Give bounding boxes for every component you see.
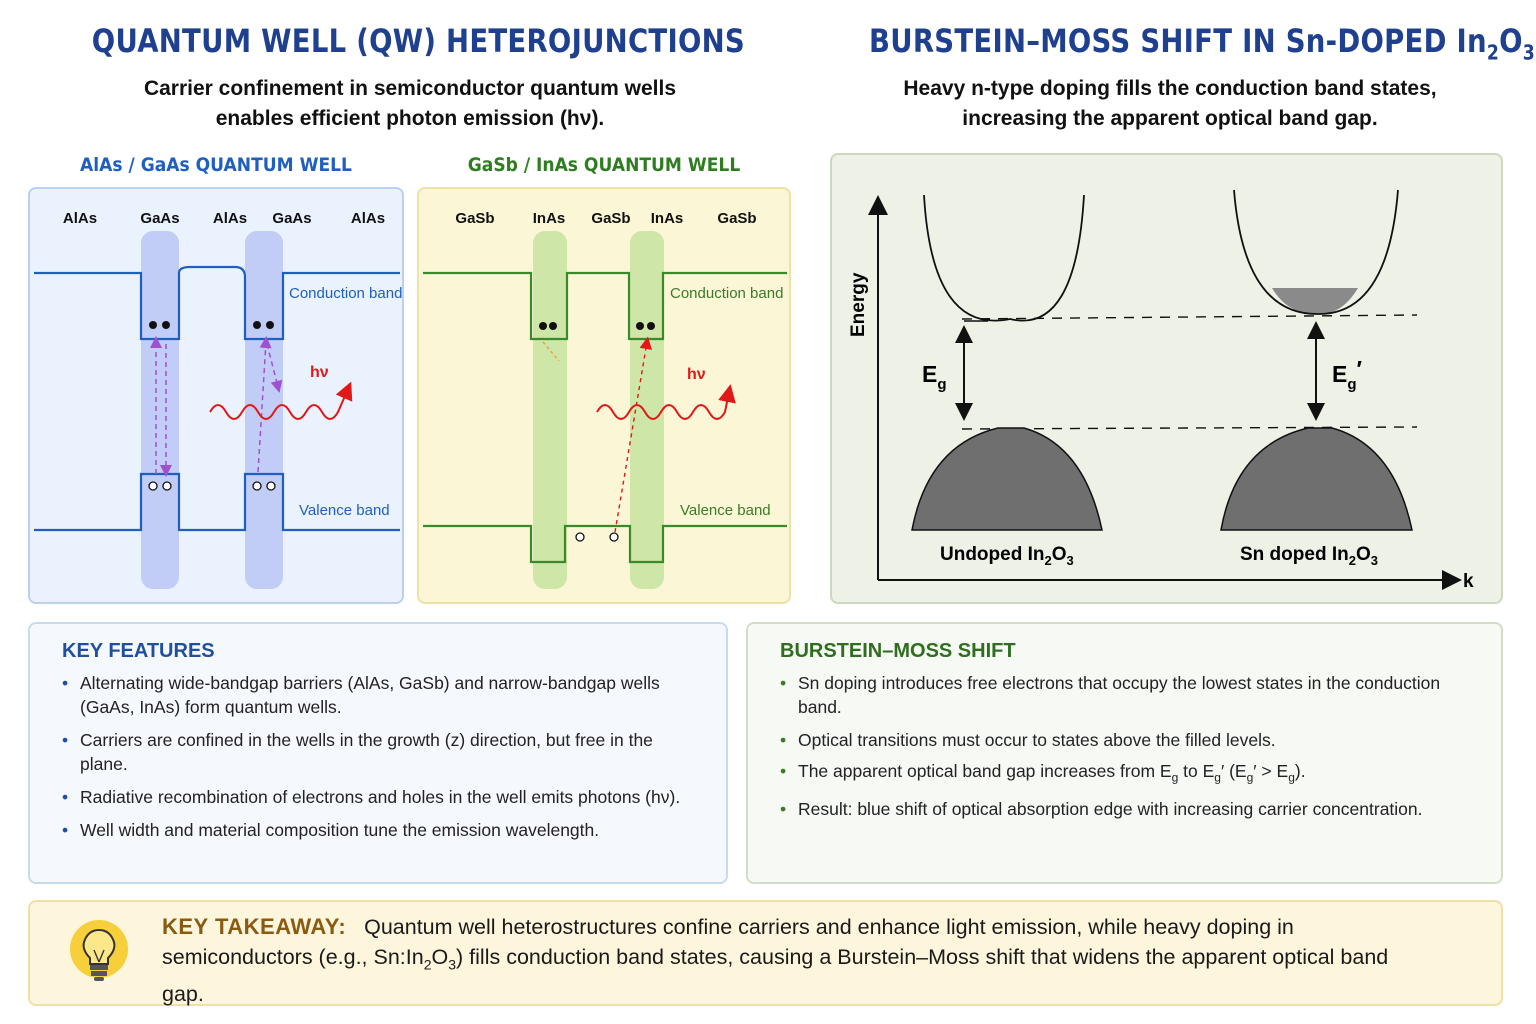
gasb-inas-diagram: GaSb InAs GaSb InAs GaSb Conduction band Val…	[423, 210, 787, 589]
photon-label: hν	[310, 364, 329, 381]
hole	[575, 532, 585, 542]
right-title-mid: O	[1499, 22, 1523, 60]
list-item: Optical transitions must occur to states…	[780, 728, 1479, 752]
electron	[549, 322, 557, 330]
right-title-sub2: 3	[1522, 40, 1535, 65]
doped-conduction-band	[1233, 189, 1399, 315]
photon-label: hν	[687, 366, 706, 383]
list-item: Alternating wide-bandgap barriers (AlAs,…	[62, 671, 696, 719]
conduction-band-label: Conduction band	[670, 285, 783, 302]
x-axis-label: k	[1463, 571, 1474, 592]
conduction-band-line	[34, 265, 400, 341]
transition-arrow	[257, 336, 272, 473]
valence-band-line	[423, 524, 787, 564]
electron	[162, 321, 170, 329]
panel2-title: GaSb / InAs QUANTUM WELL	[467, 154, 741, 176]
left-subtitle-line1: Carrier confinement in semiconductor qua…	[143, 77, 677, 100]
electron	[636, 322, 644, 330]
right-title-sub1: 2	[1486, 40, 1500, 65]
bm-features-list: Sn doping introduces free electrons that…	[780, 671, 1479, 821]
hole	[252, 481, 262, 491]
layer-label: GaSb	[591, 210, 630, 227]
burstein-moss-diagram: Energy k Eg Eg′ Undoped In2O3 Sn doped I…	[848, 189, 1474, 592]
bm-features-box: BURSTEIN–MOSS SHIFT Sn doping introduces…	[746, 622, 1503, 884]
valence-max-level	[961, 426, 1418, 430]
left-title: QUANTUM WELL (QW) HETEROJUNCTIONS	[91, 22, 745, 60]
hole	[609, 532, 619, 542]
panel1-title: AlAs / GaAs QUANTUM WELL	[80, 154, 352, 176]
layer-label: AlAs	[351, 210, 385, 227]
right-title-main: BURSTEIN–MOSS SHIFT IN Sn-DOPED In	[869, 22, 1487, 60]
photon-wave	[596, 384, 736, 420]
right-subtitle: Heavy n-type doping fills the conduction…	[820, 74, 1520, 134]
list-item: Sn doping introduces free electrons that…	[780, 671, 1479, 719]
list-item: Well width and material composition tune…	[62, 818, 696, 842]
doped-label: Sn doped In2O3	[1240, 544, 1378, 568]
hole	[266, 481, 276, 491]
takeaway-label: KEY TAKEAWAY:	[162, 914, 347, 939]
electron	[253, 321, 261, 329]
y-axis-label: Energy	[848, 272, 869, 337]
eg-label: Eg	[922, 361, 947, 393]
layer-labels: GaSb InAs GaSb InAs GaSb	[455, 210, 756, 227]
takeaway-text: KEY TAKEAWAY: Quantum well heterostructu…	[162, 914, 1389, 1007]
key-features-list: Alternating wide-bandgap barriers (AlAs,…	[62, 671, 696, 842]
layer-label: GaAs	[140, 210, 179, 227]
undoped-valence-band	[911, 427, 1103, 531]
eg-prime-label: Eg′	[1332, 356, 1363, 393]
right-subtitle-line1: Heavy n-type doping fills the conduction…	[903, 77, 1437, 100]
left-subtitle: Carrier confinement in semiconductor qua…	[40, 74, 780, 134]
photon-wave	[209, 381, 353, 420]
transition-arrow	[542, 341, 560, 362]
alas-gaas-diagram: AlAs GaAs AlAs GaAs AlAs Conduction band Val…	[34, 210, 402, 589]
filled-states	[1272, 288, 1358, 315]
layer-labels: AlAs GaAs AlAs GaAs AlAs	[63, 210, 385, 227]
transition-arrow	[266, 343, 283, 393]
hole	[148, 481, 158, 491]
left-subtitle-line2: enables efficient photon emission (hν).	[215, 107, 605, 130]
undoped-label: Undoped In2O3	[940, 544, 1074, 568]
layer-label: InAs	[651, 210, 684, 227]
valence-band-line	[34, 472, 400, 532]
transition-arrow	[614, 336, 653, 533]
well-column-2	[245, 231, 283, 589]
list-item: Carriers are confined in the wells in th…	[62, 728, 696, 776]
electron	[266, 321, 274, 329]
undoped-conduction-band	[923, 194, 1085, 322]
electron	[539, 322, 547, 330]
layer-label: GaSb	[717, 210, 756, 227]
layer-label: AlAs	[213, 210, 247, 227]
well-column-2	[630, 231, 664, 589]
valence-band-label: Valence band	[680, 502, 771, 519]
right-title: BURSTEIN–MOSS SHIFT IN Sn-DOPED In2O3	[869, 22, 1535, 64]
list-item: Result: blue shift of optical absorption…	[780, 797, 1479, 821]
layer-label: GaAs	[272, 210, 311, 227]
gasb-inas-panel: GaSb InAs GaSb InAs GaSb Conduction band Val…	[417, 187, 791, 604]
lightbulb-icon	[70, 920, 128, 981]
list-item: Radiative recombination of electrons and…	[62, 785, 696, 809]
right-subtitle-line2: increasing the apparent optical band gap…	[962, 107, 1378, 130]
valence-band-label: Valence band	[299, 502, 390, 519]
key-features-box: KEY FEATURES Alternating wide-bandgap ba…	[28, 622, 728, 884]
electron	[647, 322, 655, 330]
doped-valence-band	[1220, 427, 1413, 531]
hole	[162, 481, 172, 491]
list-item: The apparent optical band gap increases …	[780, 759, 1479, 790]
takeaway-box: KEY TAKEAWAY: Quantum well heterostructu…	[28, 900, 1503, 1006]
burstein-moss-panel: Energy k Eg Eg′ Undoped In2O3 Sn doped I…	[830, 153, 1503, 604]
electron	[149, 321, 157, 329]
conduction-band-line	[423, 271, 787, 341]
well-column-1	[533, 231, 567, 589]
layer-label: AlAs	[63, 210, 97, 227]
key-features-title: KEY FEATURES	[62, 640, 215, 662]
layer-label: InAs	[533, 210, 566, 227]
alas-gaas-panel: AlAs GaAs AlAs GaAs AlAs Conduction band Val…	[28, 187, 404, 604]
bm-features-title: BURSTEIN–MOSS SHIFT	[780, 640, 1016, 662]
well-column-1	[141, 231, 179, 589]
conduction-min-level	[961, 314, 1418, 320]
conduction-band-label: Conduction band	[289, 285, 402, 302]
layer-label: GaSb	[455, 210, 494, 227]
